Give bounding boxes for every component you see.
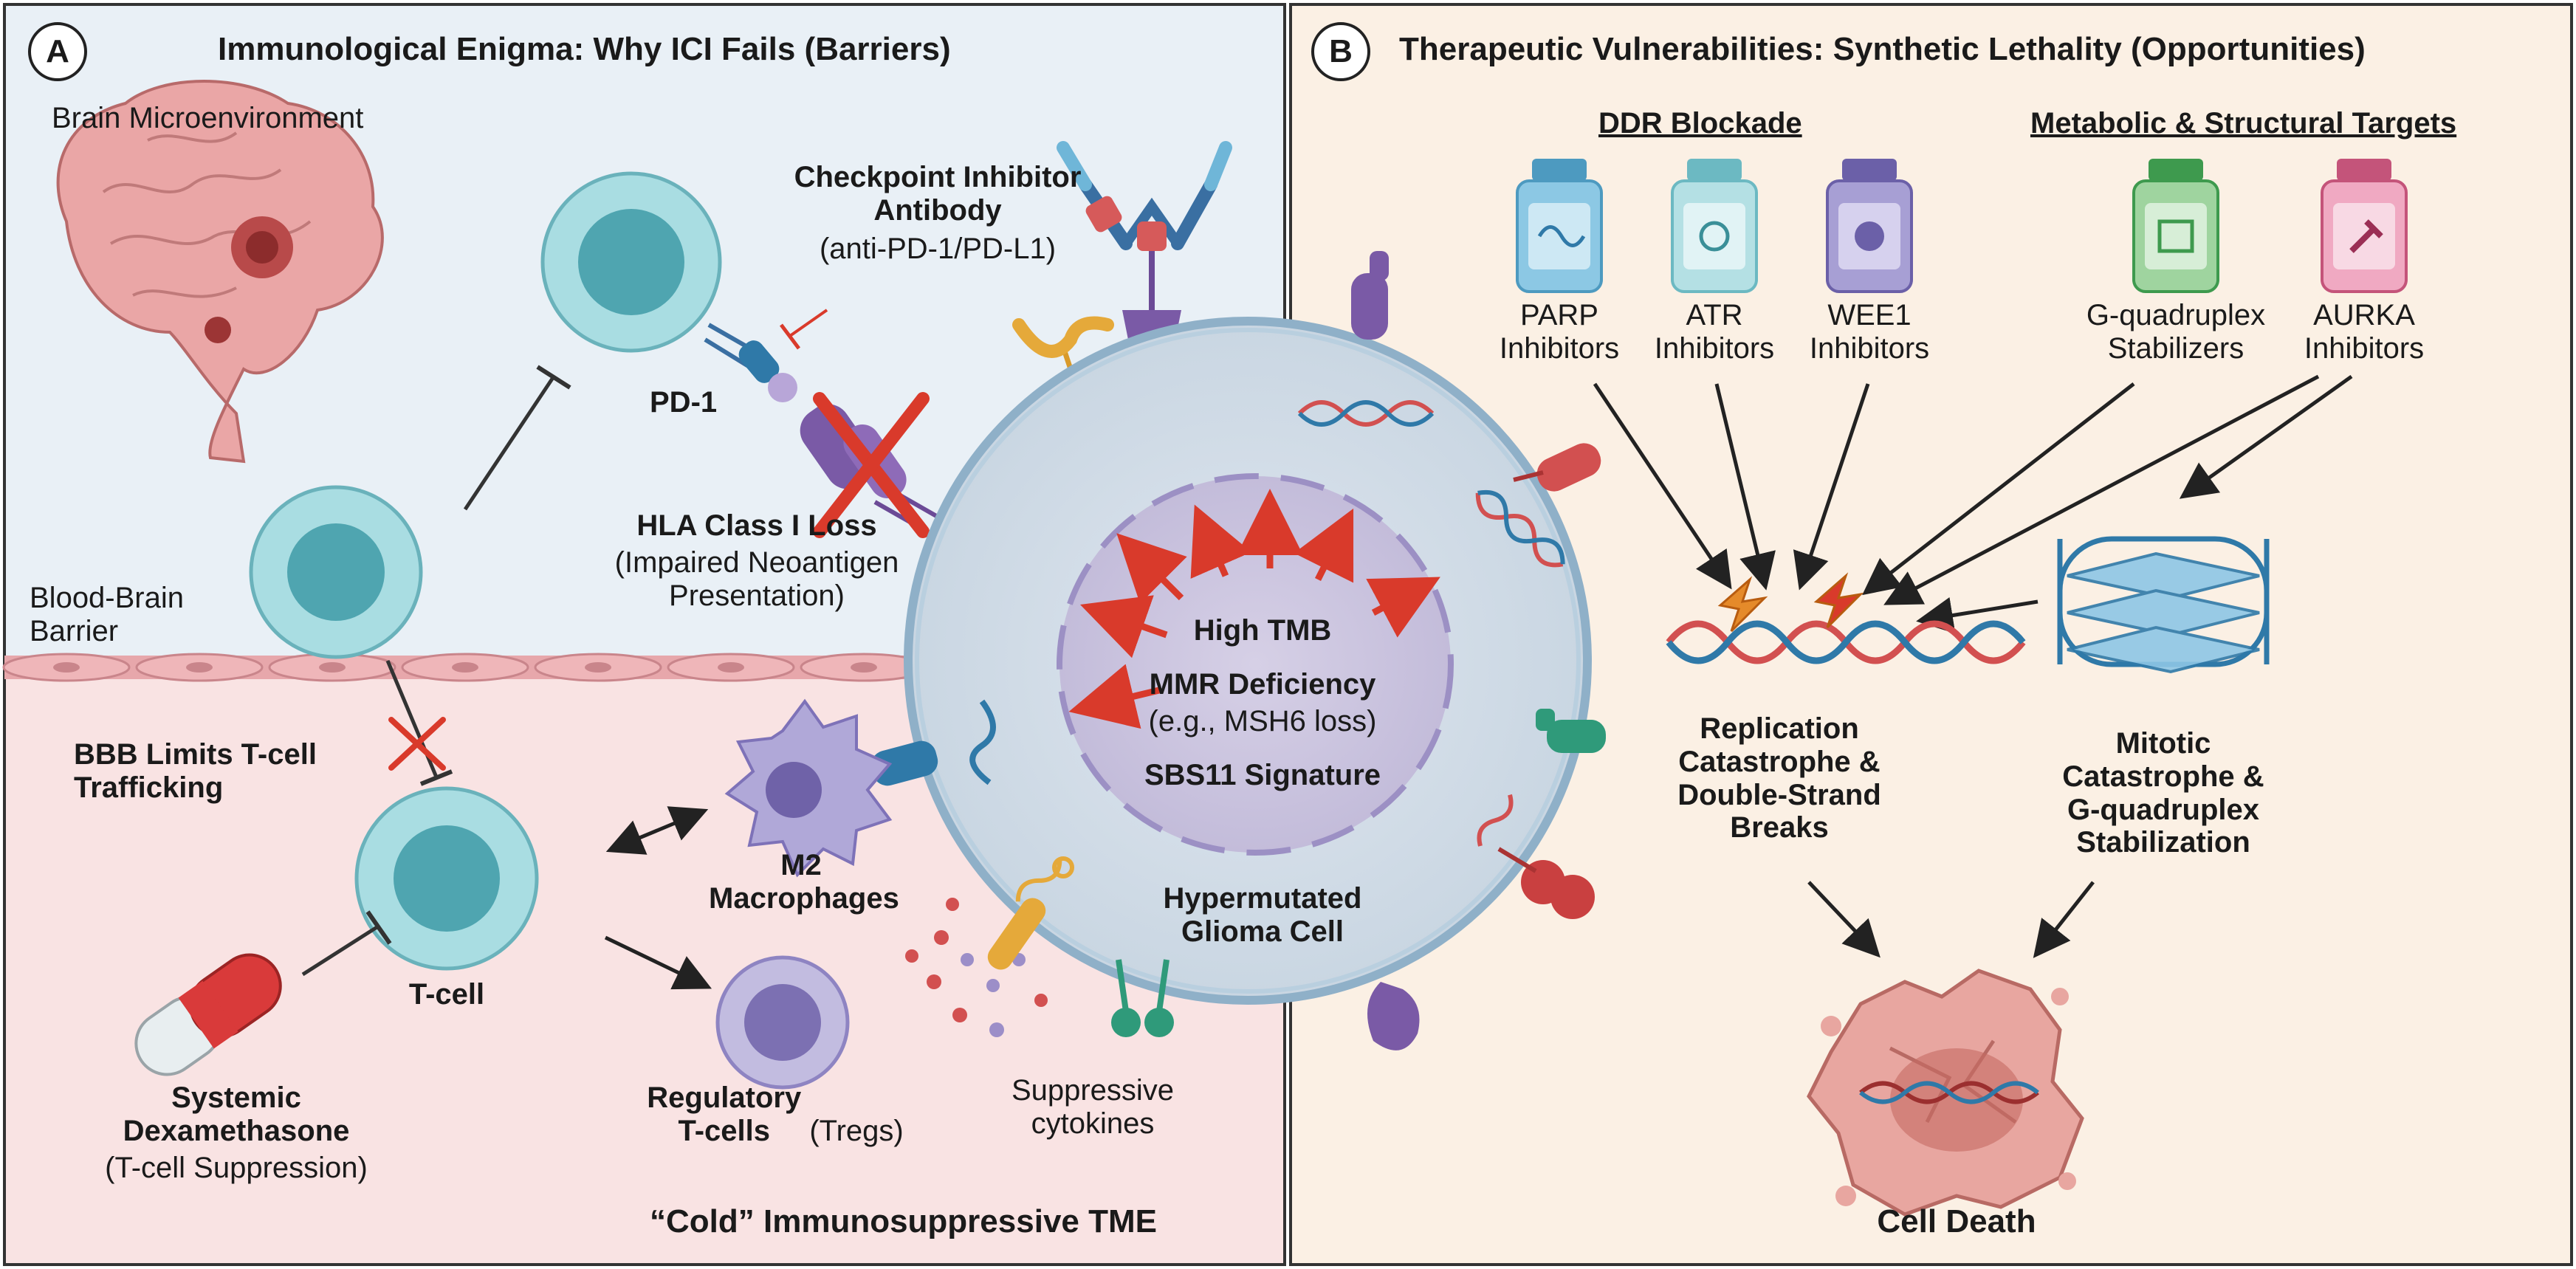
cold-tme-label: “Cold” Immunosuppressive TME bbox=[650, 1203, 1157, 1239]
inhibit-line-1 bbox=[463, 375, 556, 511]
panel-b-title: Therapeutic Vulnerabilities: Synthetic L… bbox=[1399, 31, 2366, 67]
bbb-blocked-line bbox=[385, 660, 439, 780]
bbb-limits-label: BBB Limits T-cell Trafficking bbox=[74, 738, 317, 804]
antibody-inhibit-bar bbox=[780, 323, 800, 350]
brain-icon bbox=[56, 80, 384, 464]
tmb-label: High TMB bbox=[1193, 614, 1332, 647]
cell-death-label: Cell Death bbox=[1877, 1203, 2036, 1239]
antibody-inhibit-line bbox=[789, 309, 828, 337]
surface-protein-purple-top bbox=[1351, 251, 1389, 340]
treg-cell bbox=[715, 955, 850, 1090]
ddr-heading: DDR Blockade bbox=[1598, 107, 1802, 140]
bbb-blocked-bar bbox=[419, 769, 453, 786]
brain-label: Brain Microenvironment bbox=[52, 102, 364, 134]
tcell-macrophage-arrow bbox=[605, 806, 709, 855]
badge-a-circle bbox=[28, 22, 87, 81]
inhibit-bar-1 bbox=[536, 365, 571, 390]
pd1-label: PD-1 bbox=[650, 386, 718, 419]
tcell-label: T-cell bbox=[408, 978, 485, 1011]
mutation-arrows bbox=[1068, 489, 1440, 729]
mitotic-label: Mitotic Catastrophe & G-quadruplex Stabi… bbox=[2062, 727, 2264, 859]
drug-label-wee1: WEE1 Inhibitors bbox=[1809, 299, 1930, 365]
drug-label-parp: PARP Inhibitors bbox=[1499, 299, 1620, 365]
bottle-aurka-icon bbox=[2321, 159, 2408, 293]
red-cross-large-icon bbox=[813, 392, 930, 538]
bottle-atr-icon bbox=[1671, 159, 1758, 293]
surface-protein-green bbox=[1536, 709, 1606, 753]
cytokine-dots bbox=[905, 898, 1048, 1037]
pd1-receptor bbox=[704, 323, 797, 402]
dexamethasone-pill-icon bbox=[134, 953, 282, 1076]
surface-protein-purple-bottom bbox=[1367, 982, 1420, 1050]
tcell-upper bbox=[540, 171, 722, 353]
drug-label-aurka: AURKA Inhibitors bbox=[2304, 299, 2425, 365]
bottle-wee1-icon bbox=[1826, 159, 1913, 293]
checkpoint-subtitle: (anti-PD-1/PD-L1) bbox=[819, 233, 1057, 265]
hla-subtitle: (Impaired Neoantigen Presentation) bbox=[614, 546, 899, 612]
dna-fragment-icons bbox=[1015, 400, 1565, 902]
bottle-parp-icon bbox=[1516, 159, 1603, 293]
replication-label: Replication Catastrophe & Double-Strand … bbox=[1677, 712, 1881, 845]
tregs-bold: Regulatory T-cells bbox=[647, 1081, 802, 1147]
m2-label: M2 Macrophages bbox=[709, 849, 899, 915]
mitotic-death-arrow bbox=[2033, 881, 2095, 958]
metabolic-heading: Metabolic & Structural Targets bbox=[2030, 107, 2457, 140]
bbb-label: Blood-Brain Barrier bbox=[30, 582, 185, 647]
replication-death-arrow bbox=[1807, 881, 1881, 958]
g-quadruplex-icon bbox=[2057, 536, 2270, 674]
drug-label-gquad: G-quadruplex Stabilizers bbox=[2086, 299, 2266, 365]
glioma-cell-label: Hypermutated Glioma Cell bbox=[1163, 882, 1362, 948]
drug-arrows bbox=[1593, 374, 2353, 634]
checkpoint-title: Checkpoint Inhibitor Antibody bbox=[794, 161, 1082, 227]
bbb-endothelium bbox=[2, 653, 942, 682]
tcell-main bbox=[354, 786, 539, 971]
sbs-label: SBS11 Signature bbox=[1144, 759, 1381, 791]
surface-protein-red bbox=[1513, 443, 1601, 492]
tcell-bbb bbox=[249, 485, 423, 659]
glioma-nucleus bbox=[1057, 473, 1454, 856]
lightning-icon bbox=[1717, 572, 1864, 633]
hla-title: HLA Class I Loss bbox=[636, 509, 877, 542]
panel-a-title: Immunological Enigma: Why ICI Fails (Bar… bbox=[218, 31, 951, 67]
mmr-subtitle: (e.g., MSH6 loss) bbox=[1148, 705, 1377, 737]
mmr-label: MMR Deficiency bbox=[1149, 668, 1376, 701]
badge-a: A bbox=[46, 33, 69, 69]
bottle-gquad-icon bbox=[2132, 159, 2219, 293]
dna-helix-icon bbox=[1666, 620, 2026, 664]
drug-label-atr: ATR Inhibitors bbox=[1654, 299, 1775, 365]
tregs-suffix: (Tregs) bbox=[809, 1114, 904, 1147]
badge-b-circle bbox=[1311, 22, 1370, 81]
dexa-inhibit-bar bbox=[365, 910, 392, 945]
dexa-subtitle: (T-cell Suppression) bbox=[105, 1152, 368, 1184]
cytokine-receptor-yellow-icon bbox=[987, 856, 1074, 970]
red-cross-small-icon bbox=[388, 717, 446, 771]
dexa-title: Systemic Dexamethasone bbox=[123, 1081, 350, 1147]
tregs-label: Regulatory T-cells (Tregs) bbox=[635, 1081, 916, 1148]
dying-cell-icon bbox=[1807, 969, 2084, 1217]
badge-b: B bbox=[1329, 33, 1353, 69]
cytokines-label: Suppressive cytokines bbox=[1011, 1074, 1175, 1140]
tcell-treg-arrow bbox=[604, 935, 712, 990]
m2-macrophage bbox=[724, 698, 893, 878]
surface-protein-blue bbox=[870, 699, 996, 786]
surface-protein-red-bottom bbox=[1497, 847, 1595, 919]
dexa-inhibit-line bbox=[301, 924, 379, 977]
cytokine-receptor-green-icon bbox=[1111, 959, 1174, 1037]
